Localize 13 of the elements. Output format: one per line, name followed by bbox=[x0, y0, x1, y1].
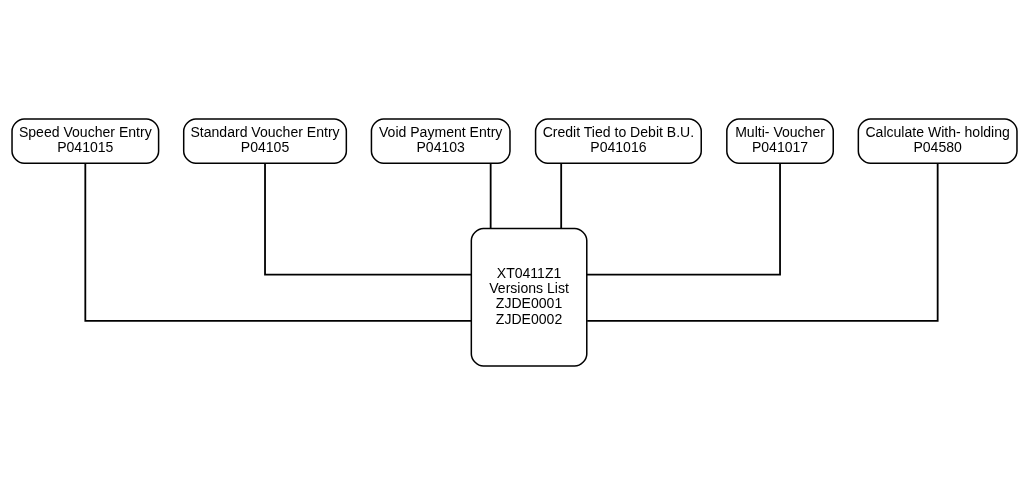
connector bbox=[560, 162, 563, 230]
connector bbox=[264, 162, 472, 276]
connector bbox=[489, 162, 492, 230]
node-box: Speed Voucher Entry P041015 bbox=[11, 118, 160, 164]
node-box: Calculate With- holding P04580 bbox=[857, 118, 1018, 164]
connector bbox=[84, 162, 472, 322]
node-box: Multi- Voucher P041017 bbox=[726, 118, 834, 164]
node-box: Standard Voucher Entry P04105 bbox=[182, 118, 348, 164]
connector bbox=[586, 162, 939, 322]
node-box: Credit Tied to Debit B.U. P041016 bbox=[534, 118, 702, 164]
node-box: Void Payment Entry P04103 bbox=[370, 118, 511, 164]
connector bbox=[586, 162, 781, 276]
node-box: XT0411Z1 Versions List ZJDE0001 ZJDE0002 bbox=[470, 227, 588, 367]
